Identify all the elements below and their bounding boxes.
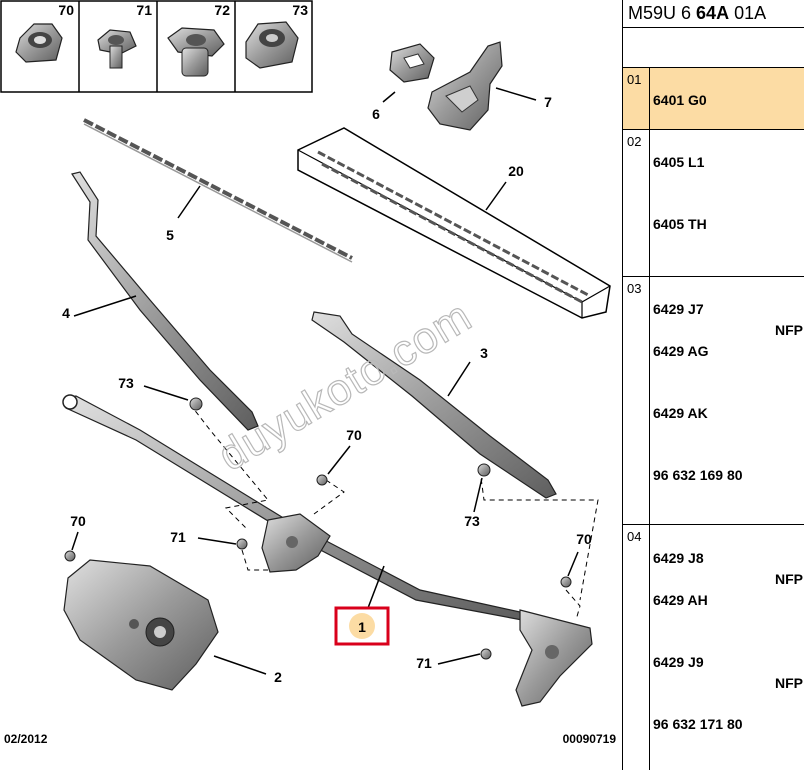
- panel-spacer: [623, 28, 804, 68]
- part-6-cap[interactable]: [382, 43, 435, 103]
- part-7-cover[interactable]: [427, 41, 537, 131]
- footer-date: 02/2012: [4, 732, 48, 746]
- part-4-wiper-arm[interactable]: [71, 171, 259, 431]
- part-73-thumb[interactable]: 73: [245, 2, 308, 69]
- callout-labels: 6 7 20 5 4 3 73 70 73 70 71 70 1 71 2: [62, 94, 592, 685]
- group-04[interactable]: 04 6429 J8 NFP 6429 AH 6429 J9 NFP 96 63…: [623, 525, 804, 770]
- callout-70-right[interactable]: 70: [576, 531, 592, 547]
- group-number: 04: [623, 525, 650, 770]
- ref-6429-j9[interactable]: 6429 J9: [653, 654, 704, 670]
- nfp-badge: NFP: [775, 571, 803, 587]
- callout-73-lower[interactable]: 73: [464, 513, 480, 529]
- group-03[interactable]: 03 6429 J7 NFP 6429 AG 6429 AK 96 632 16…: [623, 277, 804, 525]
- callout-71-right[interactable]: 71: [416, 655, 432, 671]
- group-number: 01: [623, 68, 650, 129]
- part-5-wiper-blade[interactable]: [83, 118, 353, 263]
- parts-diagram: 70 71 72 73: [0, 0, 617, 746]
- nfp-badge: NFP: [775, 675, 803, 691]
- nfp-badge: NFP: [775, 322, 803, 338]
- part-72-number: 72: [214, 2, 230, 18]
- header-bold: 64A: [696, 3, 730, 23]
- callout-20[interactable]: 20: [508, 163, 524, 179]
- part-1-wiper-linkage[interactable]: [62, 394, 593, 707]
- top-parts-strip: 70 71 72 73: [0, 0, 313, 93]
- part-20-blade-refill-box[interactable]: [297, 127, 611, 319]
- group-01[interactable]: 01 6401 G0: [623, 68, 804, 130]
- part-3-wiper-arm[interactable]: [311, 311, 557, 499]
- callout-1[interactable]: 1: [358, 619, 366, 635]
- callout-5[interactable]: 5: [166, 227, 174, 243]
- ref-96-632-171-80[interactable]: 96 632 171 80: [653, 716, 743, 732]
- ref-6429-ag[interactable]: 6429 AG: [653, 343, 709, 359]
- reference-panel: M59U 6 64A 01A 01 6401 G0 02 6405 L1 640…: [622, 0, 804, 770]
- ref-6429-ak[interactable]: 6429 AK: [653, 405, 708, 421]
- part-2-motor-plate[interactable]: [63, 559, 267, 691]
- part-72-thumb[interactable]: 72: [167, 2, 230, 77]
- callout-70-left[interactable]: 70: [70, 513, 86, 529]
- callout-4[interactable]: 4: [62, 305, 70, 321]
- highlight-box[interactable]: [334, 606, 390, 646]
- panel-header: M59U 6 64A 01A: [623, 0, 804, 28]
- part-70-thumb[interactable]: 70: [15, 2, 74, 63]
- fasteners: [64, 397, 572, 660]
- callout-71-left[interactable]: 71: [170, 529, 186, 545]
- callout-73-upper[interactable]: 73: [118, 375, 134, 391]
- ref-6429-ah[interactable]: 6429 AH: [653, 592, 708, 608]
- part-71-number: 71: [136, 2, 152, 18]
- ref-6401-g0[interactable]: 6401 G0: [653, 92, 707, 108]
- ref-96-632-169-80[interactable]: 96 632 169 80: [653, 467, 743, 483]
- group-number: 02: [623, 130, 650, 276]
- callout-3[interactable]: 3: [480, 345, 488, 361]
- assembly-guide-lines: [189, 403, 599, 621]
- footer-code: 00090719: [563, 732, 617, 746]
- part-70-number: 70: [58, 2, 74, 18]
- header-suffix: 01A: [734, 3, 767, 23]
- ref-6405-th[interactable]: 6405 TH: [653, 216, 707, 232]
- ref-6429-j8[interactable]: 6429 J8: [653, 550, 704, 566]
- leader-lines: [71, 385, 579, 665]
- callout-6[interactable]: 6: [372, 106, 380, 122]
- ref-6429-j7[interactable]: 6429 J7: [653, 301, 704, 317]
- ref-6405-l1[interactable]: 6405 L1: [653, 154, 705, 170]
- callout-70-center[interactable]: 70: [346, 427, 362, 443]
- part-73-number: 73: [292, 2, 308, 18]
- part-71-thumb[interactable]: 71: [97, 2, 152, 69]
- callout-2[interactable]: 2: [274, 669, 282, 685]
- group-number: 03: [623, 277, 650, 524]
- callout-7[interactable]: 7: [544, 94, 552, 110]
- group-02[interactable]: 02 6405 L1 6405 TH: [623, 130, 804, 277]
- header-prefix: M59U 6: [628, 3, 692, 23]
